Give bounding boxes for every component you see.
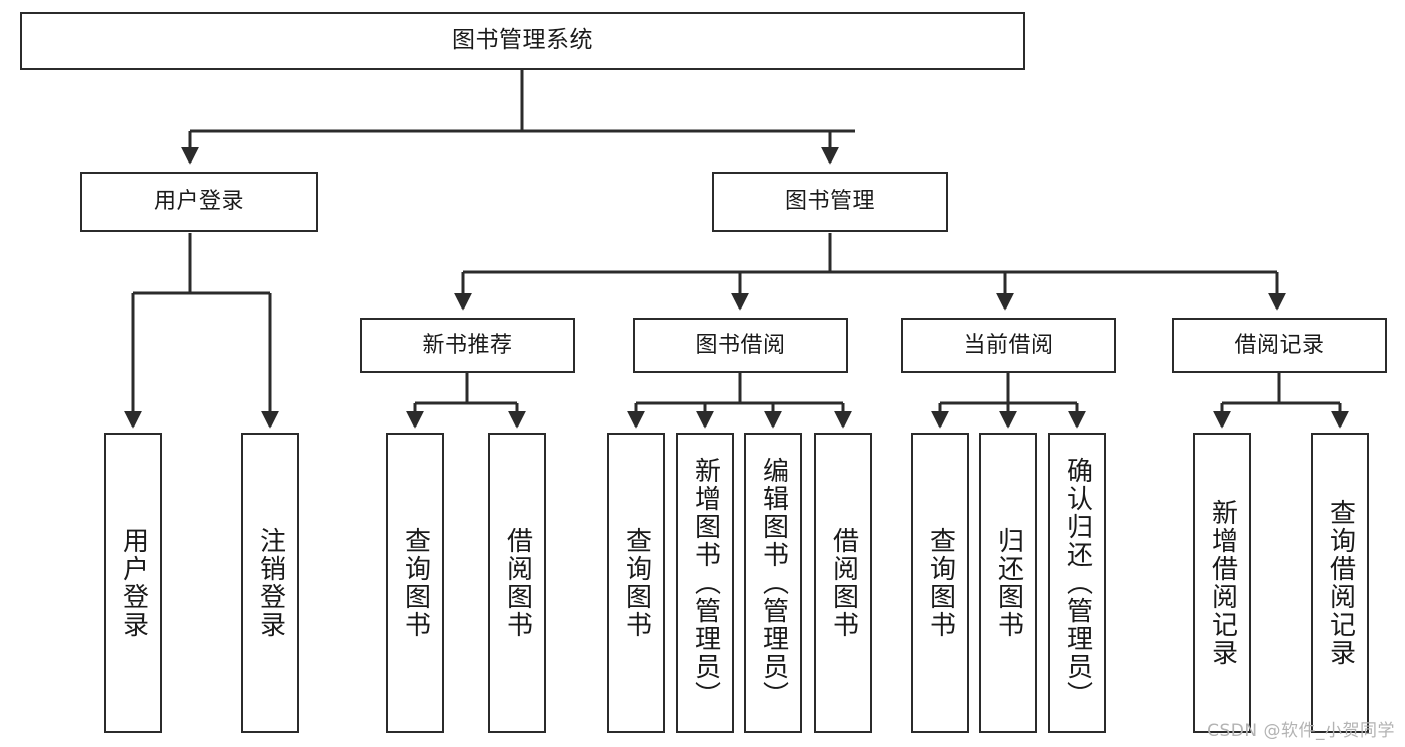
node-leaf-borrow-book-a-label: 借阅图书 bbox=[502, 527, 533, 639]
node-leaf-query-record[interactable]: 查询借阅记录 bbox=[1311, 433, 1369, 733]
node-current-borrow[interactable]: 当前借阅 bbox=[901, 318, 1116, 373]
node-root-label: 图书管理系统 bbox=[452, 27, 593, 54]
node-leaf-confirm-return-label: 确认归还（管理员） bbox=[1062, 457, 1093, 709]
node-leaf-borrow-book-b-label: 借阅图书 bbox=[828, 527, 859, 639]
node-new-book-recommend[interactable]: 新书推荐 bbox=[360, 318, 575, 373]
node-leaf-add-record[interactable]: 新增借阅记录 bbox=[1193, 433, 1251, 733]
node-leaf-edit-book[interactable]: 编辑图书（管理员） bbox=[744, 433, 802, 733]
node-leaf-user-login[interactable]: 用户登录 bbox=[104, 433, 162, 733]
node-leaf-query-book-c-label: 查询图书 bbox=[925, 527, 956, 639]
node-borrow-record-label: 借阅记录 bbox=[1234, 332, 1325, 358]
node-leaf-return-book-label: 归还图书 bbox=[993, 527, 1024, 639]
node-leaf-return-book[interactable]: 归还图书 bbox=[979, 433, 1037, 733]
node-new-book-recommend-label: 新书推荐 bbox=[422, 332, 513, 358]
node-leaf-query-book-b[interactable]: 查询图书 bbox=[607, 433, 665, 733]
node-leaf-query-book-c[interactable]: 查询图书 bbox=[911, 433, 969, 733]
node-leaf-query-record-label: 查询借阅记录 bbox=[1325, 499, 1356, 667]
node-book-mgmt-label: 图书管理 bbox=[784, 189, 875, 215]
node-leaf-add-book-label: 新增图书（管理员） bbox=[690, 457, 721, 709]
node-leaf-borrow-book-b[interactable]: 借阅图书 bbox=[814, 433, 872, 733]
node-leaf-logout[interactable]: 注销登录 bbox=[241, 433, 299, 733]
watermark: CSDN @软件_小贺同学 bbox=[1207, 721, 1395, 741]
node-current-borrow-label: 当前借阅 bbox=[963, 332, 1054, 358]
node-leaf-logout-label: 注销登录 bbox=[255, 527, 286, 639]
node-borrow-record[interactable]: 借阅记录 bbox=[1172, 318, 1387, 373]
node-leaf-query-book-b-label: 查询图书 bbox=[621, 527, 652, 639]
node-leaf-query-book-a-label: 查询图书 bbox=[400, 527, 431, 639]
node-leaf-borrow-book-a[interactable]: 借阅图书 bbox=[488, 433, 546, 733]
node-leaf-query-book-a[interactable]: 查询图书 bbox=[386, 433, 444, 733]
node-book-borrow[interactable]: 图书借阅 bbox=[633, 318, 848, 373]
node-root[interactable]: 图书管理系统 bbox=[20, 12, 1025, 70]
node-user-login[interactable]: 用户登录 bbox=[80, 172, 318, 232]
node-user-login-label: 用户登录 bbox=[153, 189, 244, 215]
node-leaf-user-login-label: 用户登录 bbox=[118, 527, 149, 639]
node-leaf-confirm-return[interactable]: 确认归还（管理员） bbox=[1048, 433, 1106, 733]
node-leaf-edit-book-label: 编辑图书（管理员） bbox=[758, 457, 789, 709]
node-leaf-add-book[interactable]: 新增图书（管理员） bbox=[676, 433, 734, 733]
node-book-mgmt[interactable]: 图书管理 bbox=[712, 172, 948, 232]
node-leaf-add-record-label: 新增借阅记录 bbox=[1207, 499, 1238, 667]
node-book-borrow-label: 图书借阅 bbox=[695, 332, 786, 358]
